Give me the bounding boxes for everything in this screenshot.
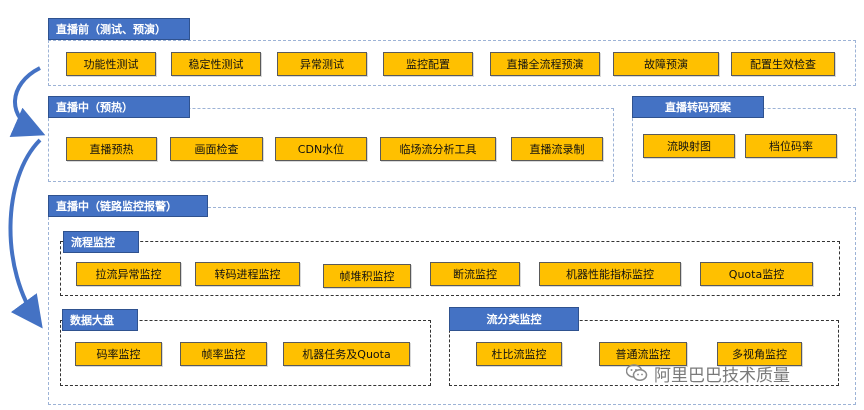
process-monitor-item: 转码进程监控 bbox=[195, 262, 300, 286]
process-monitor-item: 断流监控 bbox=[430, 262, 520, 286]
warmup-item: 直播预热 bbox=[66, 137, 157, 161]
warmup-header: 直播中（预热） bbox=[48, 96, 190, 118]
transcode-header: 直播转码预案 bbox=[632, 96, 764, 118]
transcode-item: 流映射图 bbox=[643, 134, 735, 158]
warmup-item: 画面检查 bbox=[170, 137, 263, 161]
warmup-item: 临场流分析工具 bbox=[380, 137, 496, 161]
wechat-icon bbox=[625, 364, 648, 382]
monitoring-section bbox=[48, 207, 856, 405]
process-monitor-header: 流程监控 bbox=[63, 231, 139, 253]
process-monitor-item: Quota监控 bbox=[700, 262, 813, 286]
watermark-text: 阿里巴巴技术质量 bbox=[654, 365, 790, 386]
pre-live-header: 直播前（测试、预演） bbox=[48, 18, 190, 40]
pre-live-item: 功能性测试 bbox=[66, 52, 156, 76]
process-monitor-group bbox=[60, 241, 840, 296]
pre-live-item: 异常测试 bbox=[277, 52, 367, 76]
dashboard-item: 帧率监控 bbox=[180, 342, 267, 366]
transcode-item: 档位码率 bbox=[745, 134, 837, 158]
warmup-section bbox=[48, 108, 614, 182]
classified-header: 流分类监控 bbox=[449, 307, 579, 331]
process-monitor-item: 机器性能指标监控 bbox=[539, 262, 681, 286]
pre-live-item: 稳定性测试 bbox=[171, 52, 261, 76]
arrow-pre-to-warmup bbox=[9, 66, 46, 138]
pre-live-item: 故障预演 bbox=[613, 52, 719, 76]
pre-live-item: 监控配置 bbox=[383, 52, 473, 76]
process-monitor-item: 拉流异常监控 bbox=[76, 262, 181, 286]
dashboard-group bbox=[60, 320, 431, 386]
arrow-warmup-to-dashboard bbox=[8, 138, 43, 329]
pre-live-item: 配置生效检查 bbox=[731, 52, 835, 76]
pre-live-section bbox=[48, 40, 856, 86]
classified-item: 杜比流监控 bbox=[476, 342, 562, 366]
dashboard-item: 码率监控 bbox=[75, 342, 162, 366]
classified-item: 普通流监控 bbox=[599, 342, 687, 366]
warmup-item: CDN水位 bbox=[275, 137, 367, 161]
classified-item: 多视角监控 bbox=[717, 342, 802, 366]
monitoring-header: 直播中（链路监控报警） bbox=[48, 195, 208, 217]
dashboard-header: 数据大盘 bbox=[62, 309, 138, 331]
process-monitor-item: 帧堆积监控 bbox=[323, 264, 411, 288]
pre-live-item: 直播全流程预演 bbox=[490, 52, 600, 76]
watermark: 阿里巴巴技术质量 bbox=[625, 360, 790, 386]
dashboard-item: 机器任务及Quota bbox=[283, 342, 410, 366]
warmup-item: 直播流录制 bbox=[511, 137, 603, 161]
classified-group bbox=[449, 320, 839, 386]
